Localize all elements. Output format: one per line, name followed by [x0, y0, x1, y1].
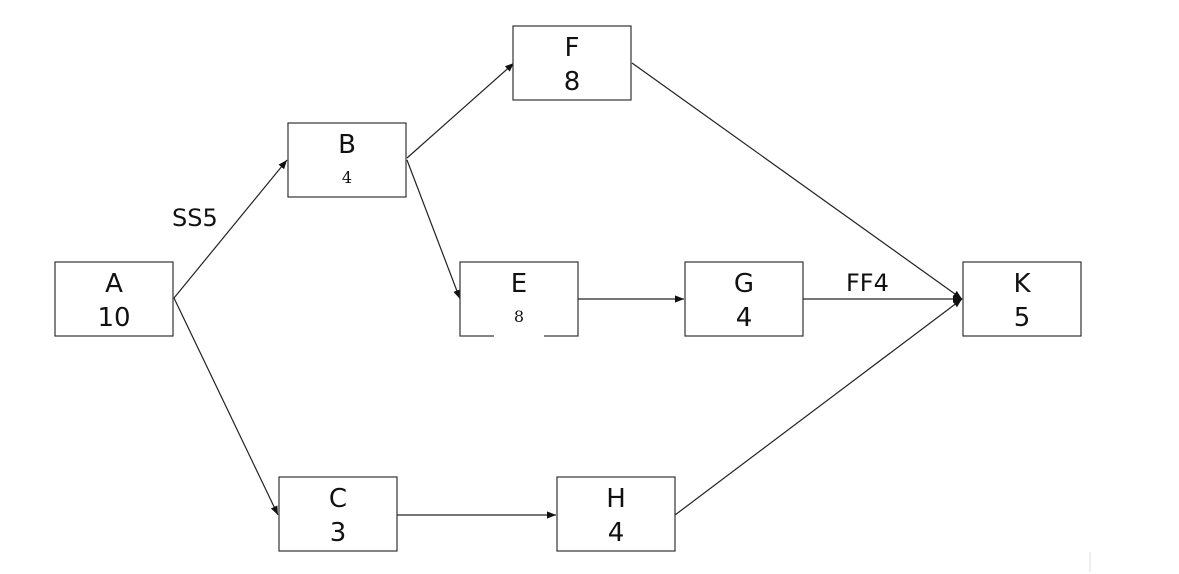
edge-a-b [173, 159, 288, 299]
node-id-label: G [734, 269, 754, 299]
edge-label-g-k: FF4 [846, 269, 889, 297]
node-box [684, 261, 804, 337]
node-a: A 10 [54, 261, 174, 337]
edge-label-a-b: SS5 [172, 204, 218, 232]
edge-a-c [173, 297, 279, 516]
edge-b-e [406, 159, 461, 300]
node-b: B4 [287, 122, 407, 198]
node-duration-label: 8 [514, 307, 524, 326]
node-box [278, 476, 398, 552]
node-id-label: C [329, 484, 347, 514]
node-id-label: K [1013, 269, 1031, 299]
node-id-label: A [105, 269, 123, 299]
node-g: G4 [684, 261, 804, 337]
node-duration-label: 8 [564, 67, 581, 97]
node-box [54, 261, 174, 337]
node-box [962, 261, 1082, 337]
node-duration-label: 5 [1014, 303, 1031, 333]
edge-f-k [631, 62, 963, 300]
node-duration-label: 10 [97, 303, 130, 333]
node-k: K5 [962, 261, 1082, 337]
node-c: C3 [278, 476, 398, 552]
node-box [512, 25, 632, 101]
node-box [287, 122, 407, 198]
node-e: E8 [459, 261, 579, 338]
node-id-label: F [565, 33, 580, 63]
node-duration-label: 4 [736, 303, 753, 333]
node-duration-label: 3 [330, 518, 347, 548]
node-duration-label: 4 [342, 168, 352, 187]
node-id-label: B [338, 130, 356, 160]
node-h: H4 [556, 476, 676, 552]
edges-layer [173, 62, 963, 519]
node-id-label: H [606, 484, 626, 514]
node-f: F8 [512, 25, 632, 101]
node-id-label: E [511, 269, 527, 299]
edge-b-f [406, 62, 515, 159]
node-duration-label: 4 [608, 518, 625, 548]
edge-h-k [674, 298, 963, 516]
node-box [556, 476, 676, 552]
